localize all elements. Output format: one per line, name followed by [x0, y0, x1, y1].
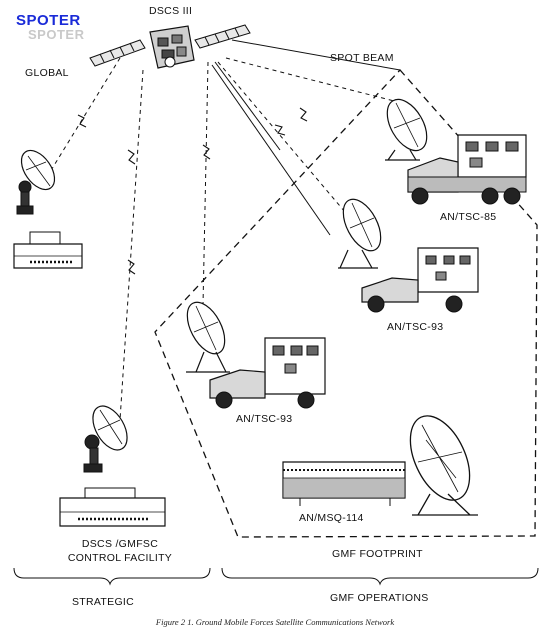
- label-global: GLOBAL: [25, 67, 69, 79]
- watermark-primary: SPOTER: [16, 12, 81, 29]
- label-gmf-operations: GMF OPERATIONS: [330, 592, 429, 604]
- an-tsc-93-lower-terminal: [180, 296, 325, 408]
- label-control-line2: CONTROL FACILITY: [67, 552, 173, 564]
- label-dscs-iii: DSCS III: [149, 5, 193, 17]
- label-gmf-footprint: GMF FOOTPRINT: [332, 548, 423, 560]
- link-zigzags: [78, 108, 307, 274]
- label-an-tsc-93-upper: AN/TSC-93: [387, 321, 444, 333]
- an-tsc-85-terminal: [379, 93, 526, 204]
- watermark-shadow: SPOTER: [28, 27, 85, 42]
- satellite-links: [50, 58, 398, 420]
- global-terminal: [14, 145, 82, 268]
- label-an-msq-114: AN/MSQ-114: [299, 512, 364, 524]
- label-control-line1: DSCS /GMFSC: [81, 538, 159, 550]
- label-an-tsc-93-lower: AN/TSC-93: [236, 413, 293, 425]
- satellite-dscs-iii: [90, 25, 250, 68]
- spot-beam-lines: [212, 40, 400, 235]
- label-an-tsc-85: AN/TSC-85: [440, 211, 497, 223]
- an-msq-114-terminal: [283, 407, 482, 515]
- label-strategic: STRATEGIC: [72, 596, 135, 608]
- grouping-braces: [14, 568, 538, 584]
- control-facility-terminal: [60, 400, 165, 526]
- an-tsc-93-upper-terminal: [336, 193, 478, 312]
- figure-caption: Figure 2 1. Ground Mobile Forces Satelli…: [155, 617, 395, 627]
- label-spot-beam: SPOT BEAM: [330, 52, 394, 64]
